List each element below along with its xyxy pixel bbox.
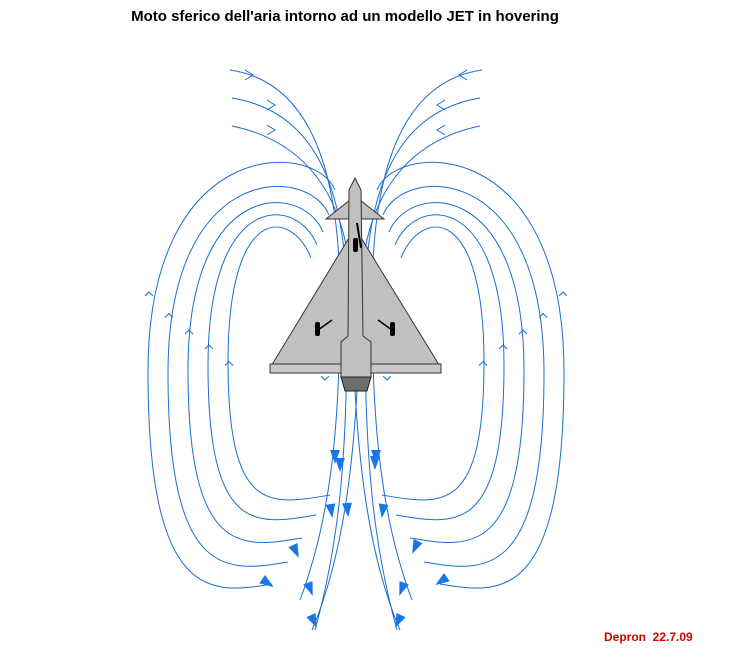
- streamline: [388, 202, 525, 543]
- left-gear-icon: [315, 322, 320, 336]
- flow-arrow-icon: [204, 344, 214, 350]
- jet-arrow-icon: [399, 581, 409, 596]
- nose-gear-icon: [353, 238, 358, 252]
- left-gear-strut: [317, 319, 333, 331]
- flow-arrow-icon: [266, 124, 276, 136]
- streamline: [311, 125, 481, 631]
- streamline: [147, 161, 336, 589]
- credit-label: Depron 22.7.09: [604, 630, 693, 644]
- flow-arrow-icon: [478, 360, 488, 366]
- flow-arrow-icon: [382, 375, 392, 381]
- aircraft-fuselage: [340, 176, 372, 378]
- flow-arrow-icon: [224, 360, 234, 366]
- streamline: [167, 185, 330, 567]
- jet-arrow-icon: [341, 502, 352, 517]
- streamline: [207, 214, 318, 521]
- flow-arrow-icon: [244, 69, 254, 81]
- jet-arrow-icon: [370, 456, 380, 470]
- aircraft-nozzle: [340, 376, 372, 392]
- streamline: [231, 125, 401, 631]
- flow-arrow-icon: [436, 99, 446, 111]
- flow-arrow-icon: [518, 329, 528, 335]
- jet-arrow-icon: [395, 613, 406, 628]
- flow-arrow-icon: [184, 329, 194, 335]
- flow-arrow-icon: [266, 99, 276, 111]
- jet-arrow-icon: [303, 581, 313, 596]
- streamline: [376, 161, 565, 589]
- jet-arrow-icon: [435, 573, 450, 586]
- jet-exhaust-arrows: [259, 450, 450, 628]
- jet-arrow-icon: [330, 450, 340, 464]
- jet-arrow-icon: [288, 543, 299, 558]
- jet-arrow-icon: [306, 613, 317, 628]
- flow-arrow-icon: [538, 312, 548, 318]
- right-gear-strut: [377, 319, 393, 331]
- jet-arrow-icon: [378, 503, 389, 518]
- canopy-mark: [356, 222, 362, 249]
- flow-arrow-icon: [320, 375, 330, 381]
- streamline: [227, 226, 331, 501]
- streamline: [381, 226, 485, 501]
- flow-arrow-icon: [144, 291, 154, 297]
- streamline: [187, 202, 324, 543]
- flow-arrow-icon: [458, 69, 468, 81]
- streamline: [394, 214, 505, 521]
- jet-arrow-icon: [325, 503, 336, 518]
- flow-arrow-icon: [498, 344, 508, 350]
- flow-arrow-icon: [436, 124, 446, 136]
- flow-arrow-icon: [164, 312, 174, 318]
- streamline: [382, 185, 545, 567]
- jet-arrow-icon: [412, 539, 423, 554]
- aircraft-icon: [269, 176, 442, 392]
- diagram-title: Moto sferico dell'aria intorno ad un mod…: [131, 8, 559, 25]
- jet-arrow-icon: [259, 575, 274, 588]
- right-gear-icon: [390, 322, 395, 336]
- flow-arrow-icon: [558, 291, 568, 297]
- jet-arrow-icon: [335, 458, 345, 472]
